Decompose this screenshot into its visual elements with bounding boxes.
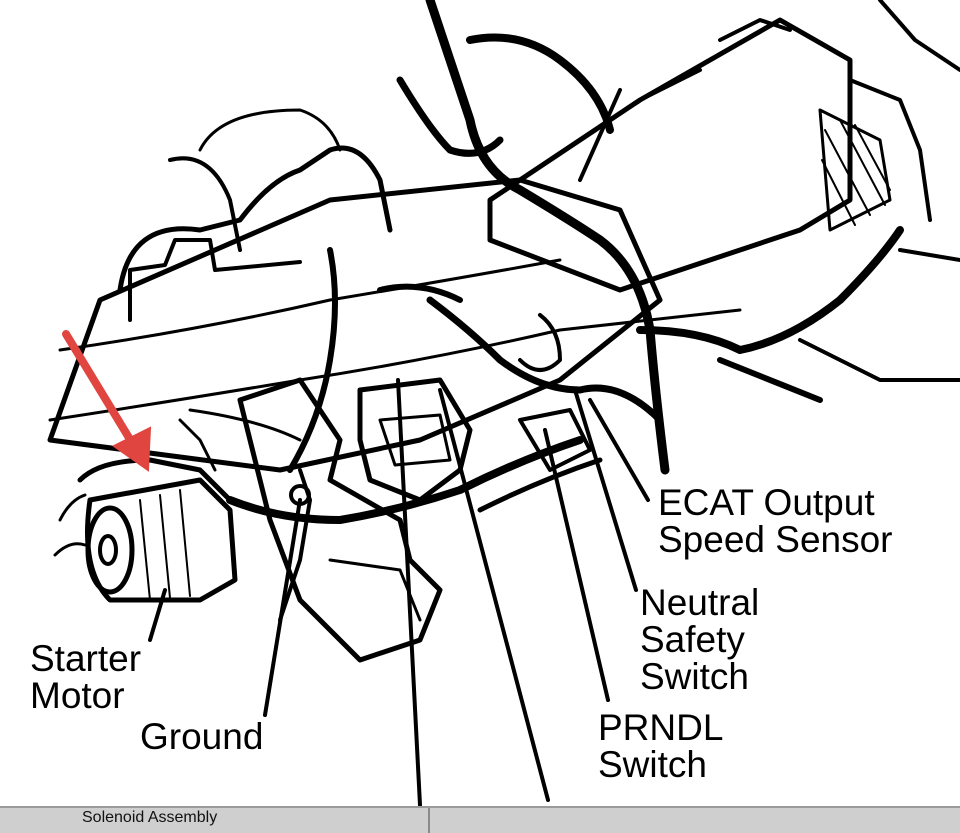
caption-solenoid-assembly: Solenoid Assembly: [82, 809, 218, 826]
leader-neutral: [573, 388, 638, 592]
caption-bar: Solenoid Assembly: [0, 806, 960, 833]
leader-ground: [263, 498, 302, 717]
red-arrow-icon: [62, 330, 152, 472]
caption-cell: Solenoid Assembly: [0, 808, 430, 833]
leader-ecat: [588, 398, 650, 502]
leader-starter: [148, 588, 167, 642]
bracket: [237, 377, 443, 663]
engine-block-outline: [47, 177, 663, 473]
label-ecat-output-speed-sensor: ECAT Output Speed Sensor: [658, 482, 893, 560]
wire-harness: [425, 0, 670, 475]
label-starter-motor: Starter Motor: [30, 638, 142, 716]
starter-motor-end: [85, 505, 135, 595]
solenoid: [77, 457, 233, 503]
label-neutral-safety-switch: Neutral Safety Switch: [640, 582, 760, 697]
battery-box: [487, 17, 853, 293]
leader-prndl: [543, 428, 610, 702]
label-ground: Ground: [140, 716, 264, 757]
leader-solenoid-right: [438, 388, 550, 802]
valve-cover: [117, 145, 393, 293]
label-prndl-switch: PRNDL Switch: [598, 707, 724, 785]
transmission-housing: [357, 377, 473, 503]
leader-solenoid-left: [396, 378, 422, 807]
